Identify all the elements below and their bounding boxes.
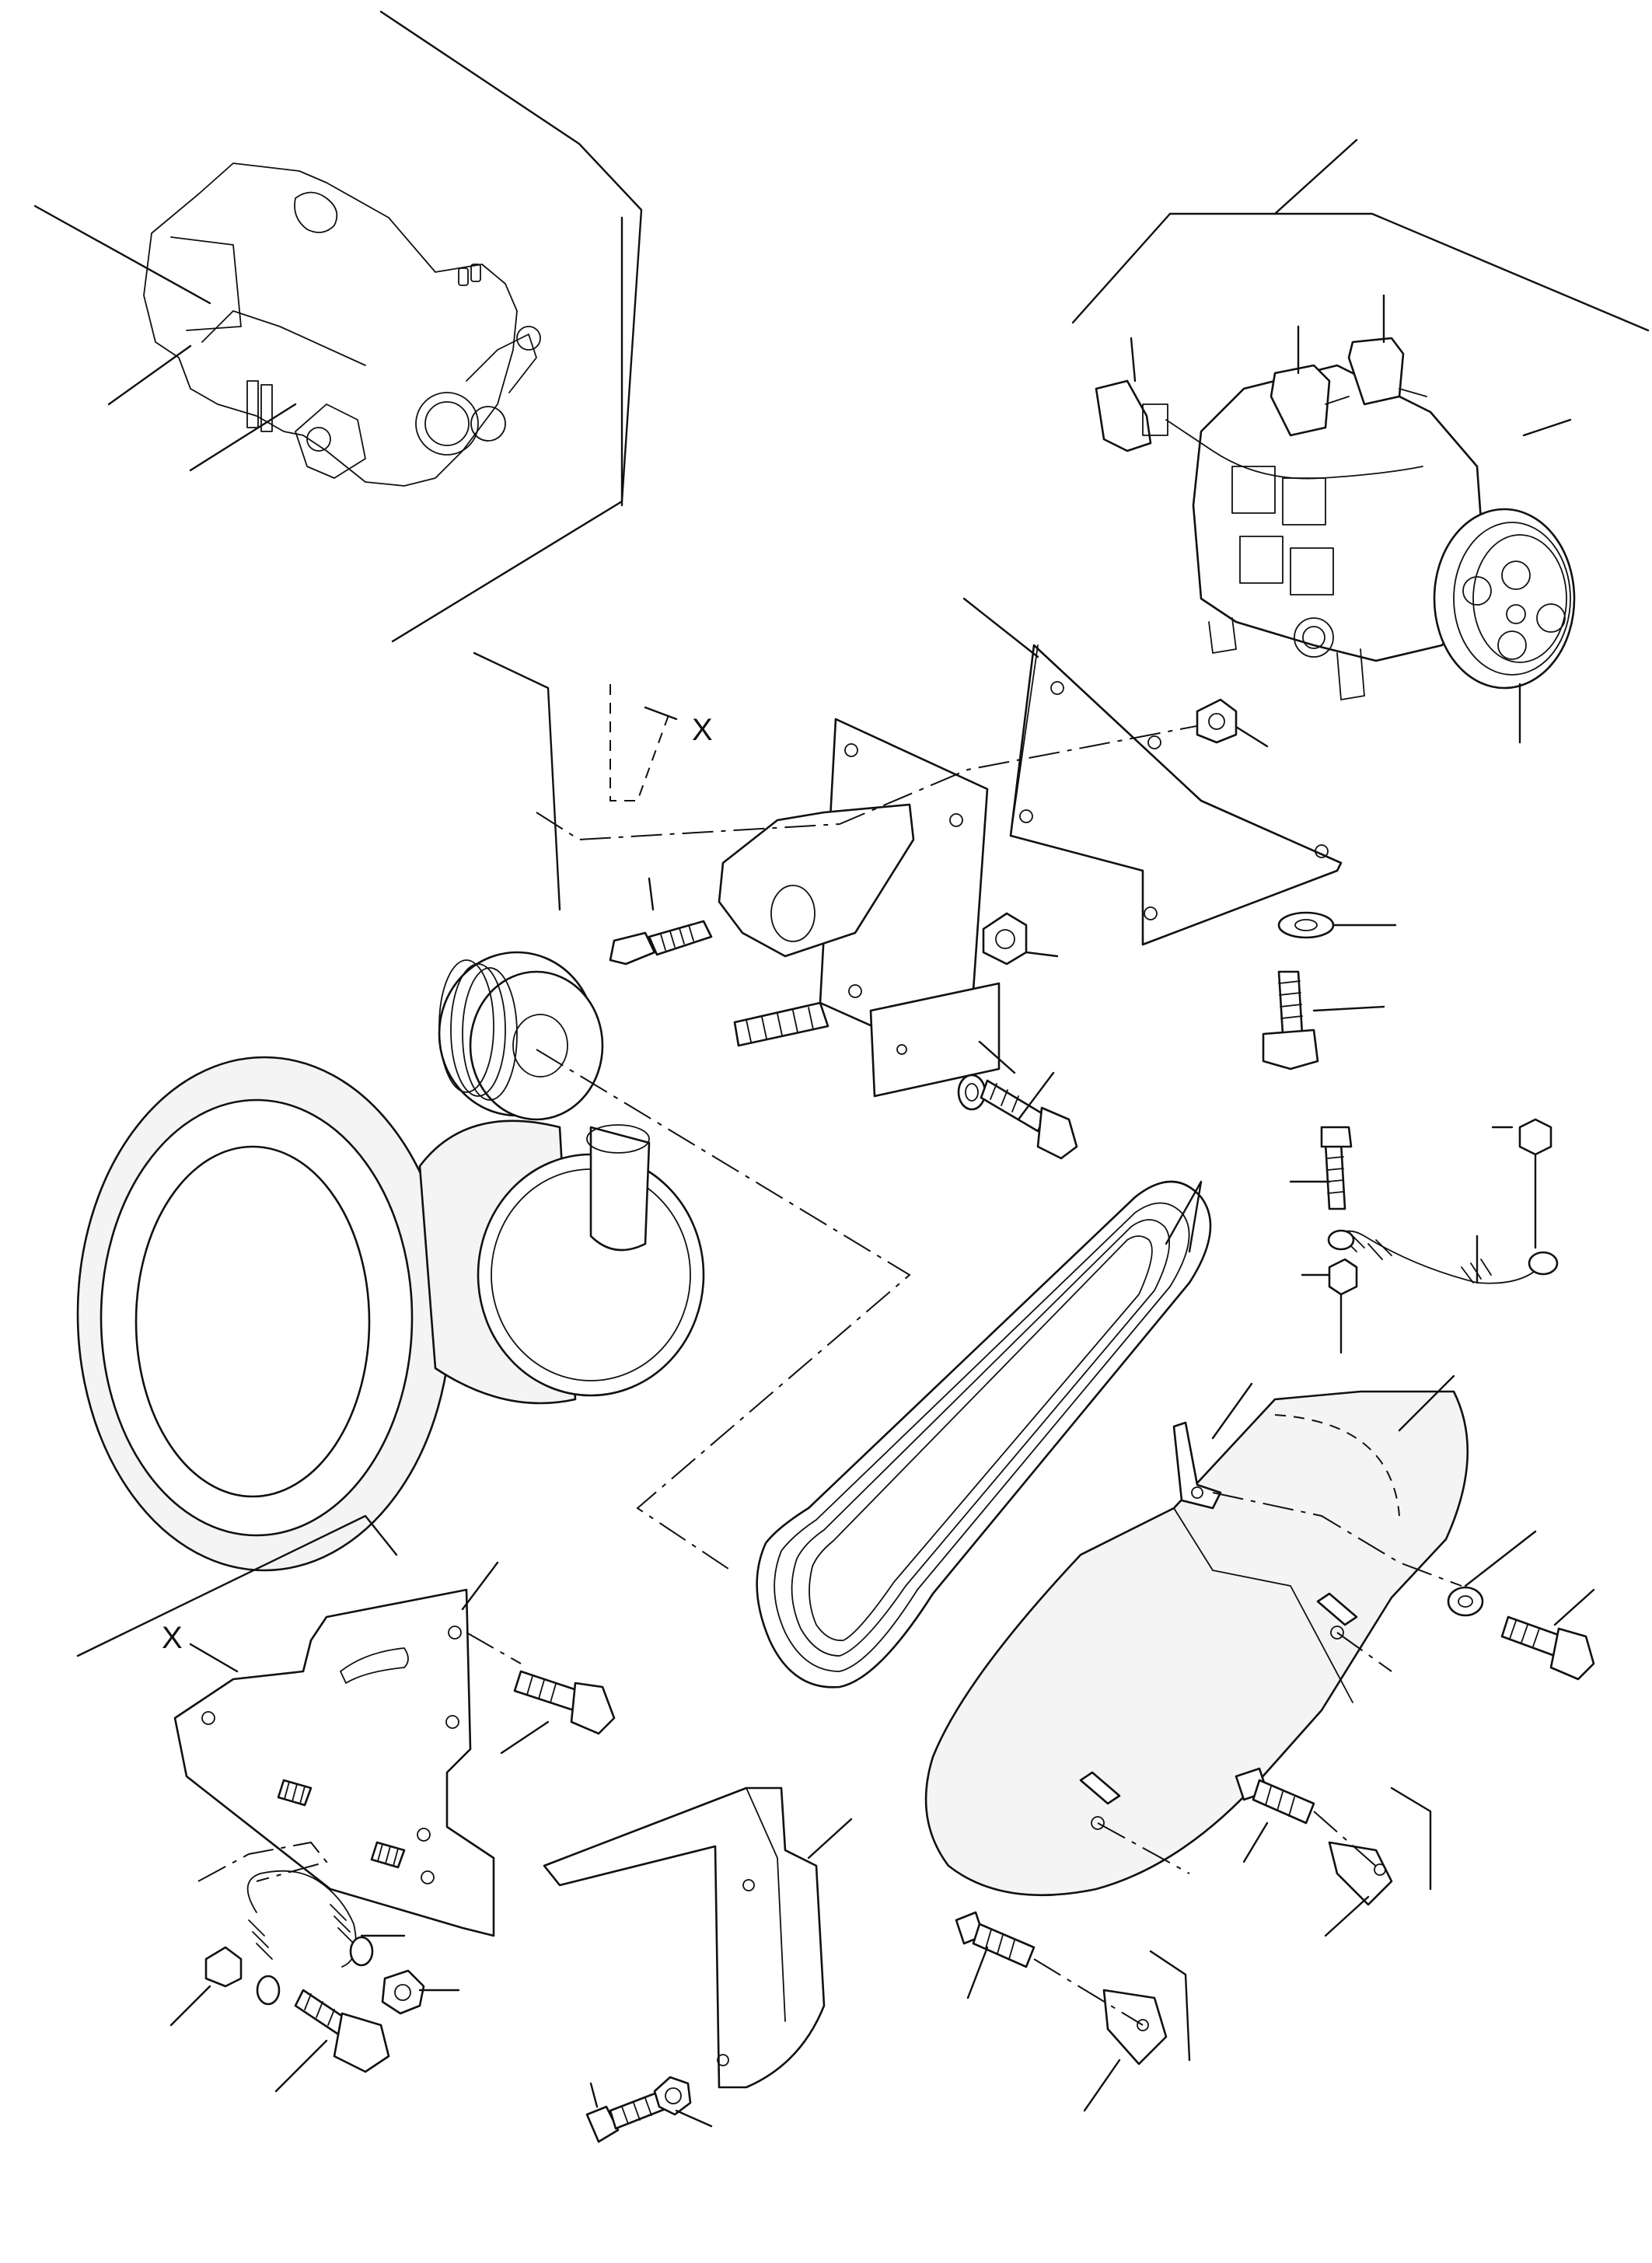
nut-center bbox=[982, 912, 1059, 966]
tensioner-bracket bbox=[173, 1561, 499, 1937]
bolt-bracket bbox=[466, 1632, 616, 1755]
drive-belt bbox=[756, 1180, 1212, 1689]
guard-fasteners-lower bbox=[955, 1767, 1432, 2112]
engine-block-overview bbox=[33, 10, 643, 643]
ref-mark-x-bracket: X bbox=[162, 1621, 183, 1655]
pulley-support-plate bbox=[718, 718, 1001, 1098]
crankshaft-pulley bbox=[438, 951, 604, 1121]
guard-fasteners-right bbox=[1447, 1530, 1595, 1681]
bolt-center bbox=[978, 1040, 1078, 1160]
washer-center bbox=[957, 1074, 987, 1111]
belt-guard bbox=[924, 1374, 1469, 1897]
compressor-mount-bracket bbox=[962, 597, 1343, 946]
bolt-upper-left bbox=[609, 877, 713, 966]
bolt-right bbox=[1262, 970, 1385, 1070]
flywheel-housing bbox=[76, 1056, 705, 1572]
nut-bracket-top bbox=[1196, 698, 1269, 748]
washer-right bbox=[1277, 911, 1397, 939]
ac-compressor bbox=[1071, 138, 1650, 744]
lockwire-assembly-left bbox=[169, 1841, 460, 2093]
ref-mark-x-top: X bbox=[692, 713, 713, 747]
stud-left bbox=[733, 1001, 829, 1047]
bolt-support-lower bbox=[585, 2076, 713, 2143]
lockwire-assembly-right bbox=[1289, 1118, 1559, 1354]
guard-support-bracket bbox=[543, 1786, 853, 2089]
